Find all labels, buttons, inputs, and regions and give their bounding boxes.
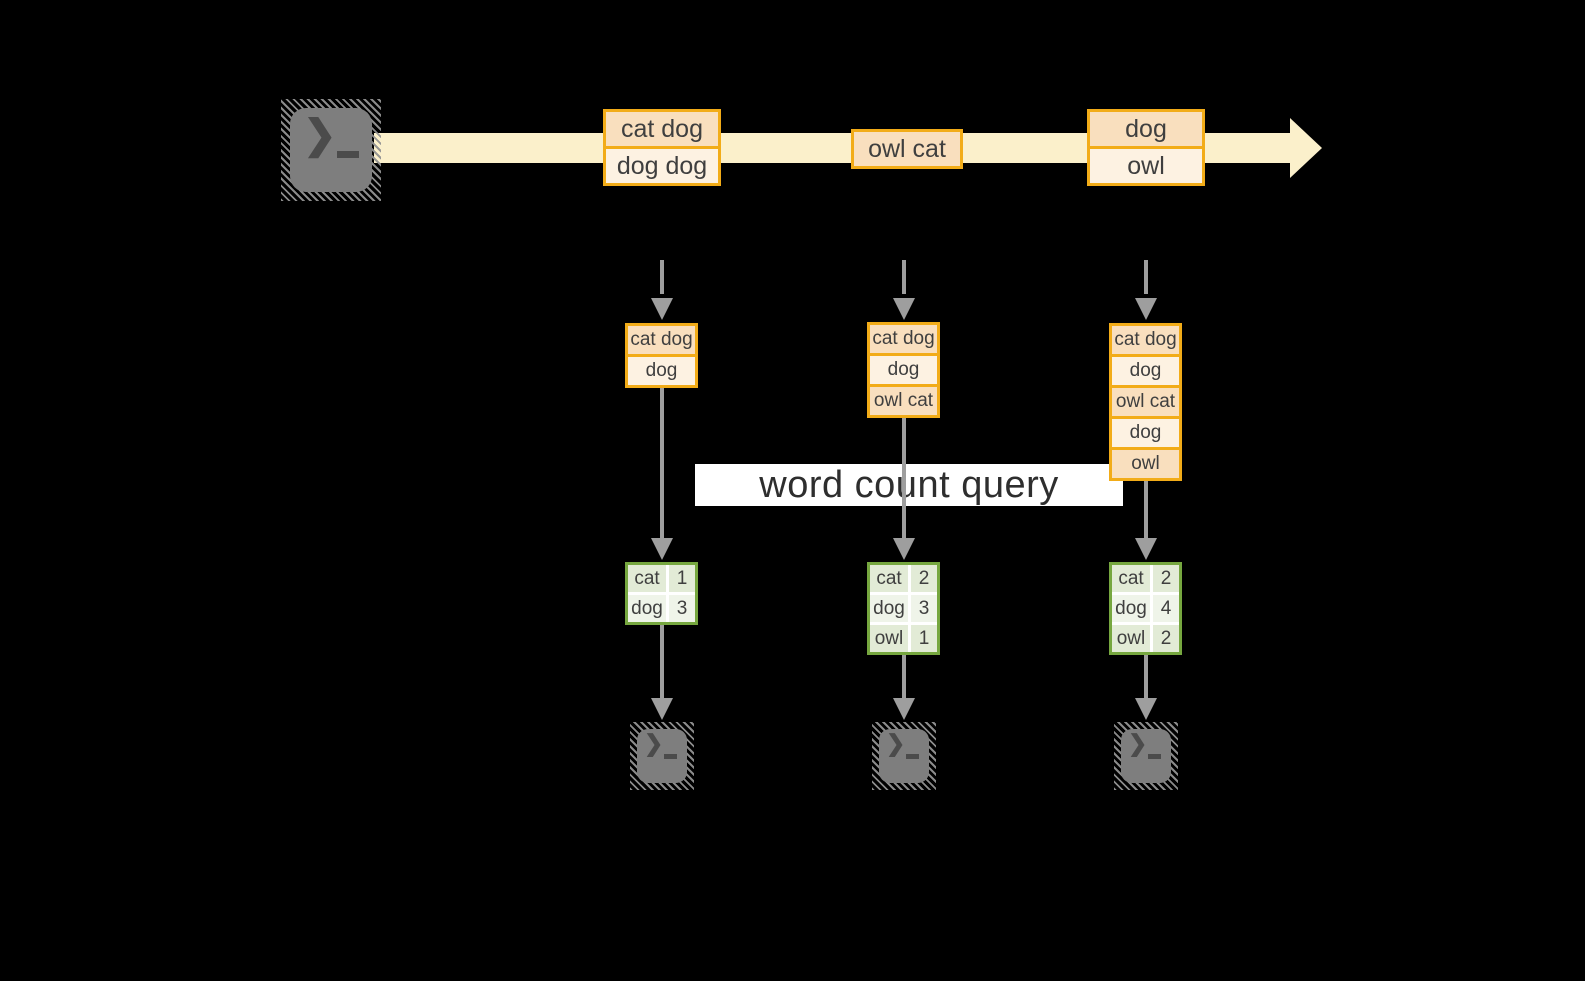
prompt-icon: ❯ [303, 113, 337, 157]
query-label-band: word count query [695, 464, 1123, 506]
ingest-arrow-line [660, 260, 664, 294]
query-arrowhead-icon [651, 538, 673, 560]
sink-terminal-icon: ❯ [872, 722, 936, 790]
state-box: cat dog dog dog owl cat [867, 322, 940, 418]
terminal-screen: ❯ [290, 108, 372, 192]
count-cell: 2 [1153, 565, 1179, 592]
record-row: owl cat [854, 132, 960, 166]
output-arrow-line [1144, 655, 1148, 698]
count-cell: 4 [1153, 595, 1179, 622]
word-cell: dog [870, 595, 908, 622]
cursor-icon [906, 754, 919, 759]
query-arrow-line [1144, 481, 1148, 538]
query-label: word count query [759, 463, 1059, 506]
word-cell: cat [870, 565, 908, 592]
terminal-screen: ❯ [879, 729, 929, 783]
count-cell: 1 [911, 625, 937, 652]
record-row: dog dog [606, 149, 718, 183]
stream-record-box: owl cat [851, 129, 963, 169]
prompt-icon: ❯ [886, 730, 906, 756]
stream-record-box: cat dog dog dog [603, 109, 721, 186]
state-row: dog dog [870, 356, 937, 384]
word-cell: owl [1112, 625, 1150, 652]
state-row: owl cat [1112, 388, 1179, 416]
state-row: owl [1112, 450, 1179, 478]
sink-terminal-icon: ❯ [1114, 722, 1178, 790]
ingest-arrowhead-icon [1135, 298, 1157, 320]
word-cell: dog [1112, 595, 1150, 622]
word-cell: cat [628, 565, 666, 592]
ingest-arrowhead-icon [651, 298, 673, 320]
terminal-screen: ❯ [637, 729, 687, 783]
cursor-icon [337, 151, 359, 158]
state-box: cat dog dog dog [625, 323, 698, 388]
result-table: cat 2 dog 4 owl 2 [1109, 562, 1182, 655]
ingest-arrow-line [902, 260, 906, 294]
query-arrowhead-icon [893, 538, 915, 560]
word-cell: dog [628, 595, 666, 622]
state-row: dog [1112, 419, 1179, 447]
sink-terminal-icon: ❯ [630, 722, 694, 790]
query-arrow-line [660, 388, 664, 538]
query-arrow-line [902, 418, 906, 538]
count-cell: 2 [1153, 625, 1179, 652]
count-cell: 1 [669, 565, 695, 592]
record-row: cat dog [606, 112, 718, 146]
result-table: cat 1 dog 3 [625, 562, 698, 625]
prompt-icon: ❯ [1128, 730, 1148, 756]
query-arrowhead-icon [1135, 538, 1157, 560]
source-terminal-icon: ❯ [281, 99, 381, 201]
count-cell: 2 [911, 565, 937, 592]
prompt-icon: ❯ [644, 730, 664, 756]
state-box: cat dog dog dog owl cat dog owl [1109, 323, 1182, 481]
result-table: cat 2 dog 3 owl 1 [867, 562, 940, 655]
word-cell: cat [1112, 565, 1150, 592]
state-row: cat dog [628, 326, 695, 354]
output-arrowhead-icon [1135, 698, 1157, 720]
output-arrowhead-icon [893, 698, 915, 720]
count-cell: 3 [669, 595, 695, 622]
state-row: dog dog [628, 357, 695, 385]
record-row: owl [1090, 149, 1202, 183]
ingest-arrow-line [1144, 260, 1148, 294]
ingest-arrowhead-icon [893, 298, 915, 320]
state-row: owl cat [870, 387, 937, 415]
count-cell: 3 [911, 595, 937, 622]
stream-record-box: dog owl [1087, 109, 1205, 186]
state-row: cat dog [1112, 326, 1179, 354]
record-row: dog [1090, 112, 1202, 146]
cursor-icon [1148, 754, 1161, 759]
word-cell: owl [870, 625, 908, 652]
output-arrowhead-icon [651, 698, 673, 720]
output-arrow-line [902, 655, 906, 698]
cursor-icon [664, 754, 677, 759]
output-arrow-line [660, 625, 664, 698]
stream-arrowhead-icon [1290, 118, 1322, 178]
state-row: cat dog [870, 325, 937, 353]
terminal-screen: ❯ [1121, 729, 1171, 783]
state-row: dog dog [1112, 357, 1179, 385]
